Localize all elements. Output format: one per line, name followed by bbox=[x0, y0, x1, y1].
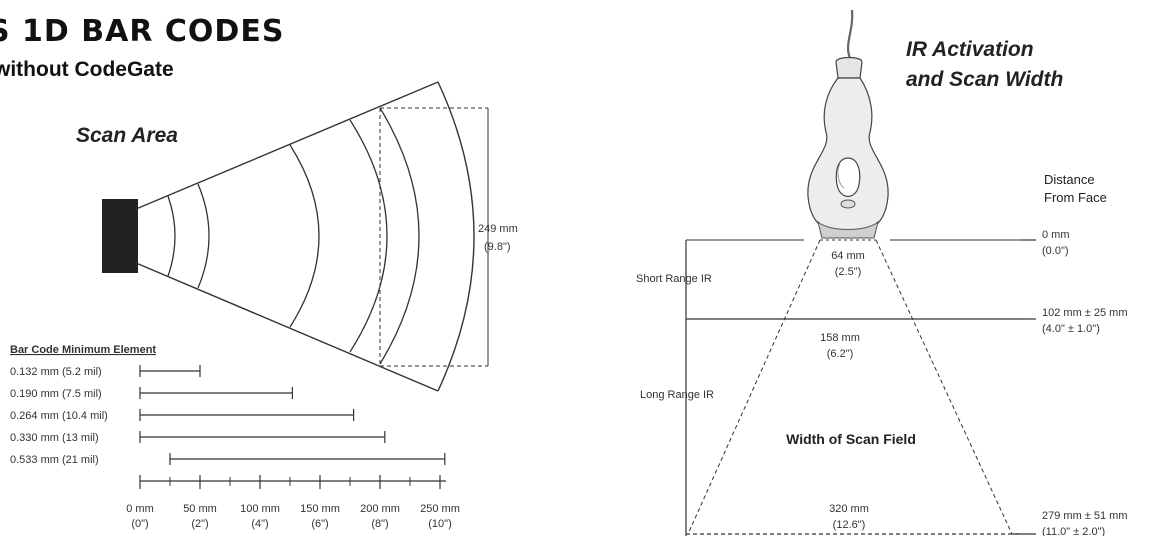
distance-heading-line2: From Face bbox=[1044, 190, 1107, 205]
fan-arc-5 bbox=[379, 107, 420, 365]
width-1-in: (6.2") bbox=[827, 348, 854, 360]
width-0-mm: 64 mm bbox=[831, 250, 865, 262]
scan-field-label: Width of Scan Field bbox=[786, 431, 916, 447]
short-range-label: Short Range IR bbox=[636, 273, 712, 285]
fan-arc-4 bbox=[349, 119, 388, 353]
height-in-label: (9.8") bbox=[484, 241, 511, 253]
axis-tick-in-label: (4") bbox=[251, 518, 268, 530]
page-subtitle: without CodeGate bbox=[0, 58, 174, 81]
distance-1-mm: 102 mm ± 25 mm bbox=[1042, 307, 1128, 319]
handheld-scanner-icon bbox=[807, 56, 889, 239]
bar-code-element-label: 0.264 mm (10.4 mil) bbox=[10, 410, 108, 422]
axis-tick-mm-label: 200 mm bbox=[360, 503, 400, 515]
bar-code-element-label: 0.330 mm (13 mil) bbox=[10, 432, 99, 444]
bar-code-heading: Bar Code Minimum Element bbox=[10, 344, 156, 356]
distance-1-in: (4.0" ± 1.0") bbox=[1042, 323, 1100, 335]
axis-tick-mm-label: 150 mm bbox=[300, 503, 340, 515]
scan-field-right-edge bbox=[875, 239, 1013, 535]
fan-lower-edge bbox=[135, 262, 439, 392]
bar-code-element-label: 0.533 mm (21 mil) bbox=[10, 454, 99, 466]
axis-tick-in-label: (6") bbox=[311, 518, 328, 530]
axis-tick-mm-label: 50 mm bbox=[183, 503, 217, 515]
height-mm-label: 249 mm bbox=[478, 223, 518, 235]
distance-2-in: (11.0" ± 2.0") bbox=[1042, 526, 1105, 536]
width-2-mm: 320 mm bbox=[829, 503, 869, 515]
width-1-mm: 158 mm bbox=[820, 332, 860, 344]
distance-0-mm: 0 mm bbox=[1042, 229, 1070, 241]
axis-tick-in-label: (10") bbox=[428, 518, 451, 530]
bar-code-element-label: 0.190 mm (7.5 mil) bbox=[10, 388, 102, 400]
fan-arc-2 bbox=[197, 183, 210, 289]
fan-arc-3 bbox=[289, 144, 320, 328]
distance-2-mm: 279 mm ± 51 mm bbox=[1042, 510, 1128, 522]
distance-0-in: (0.0") bbox=[1042, 245, 1069, 257]
ir-activation-title-line1: IR Activation bbox=[906, 38, 1034, 61]
width-2-in: (12.6") bbox=[833, 519, 866, 531]
axis-tick-mm-label: 250 mm bbox=[420, 503, 460, 515]
distance-heading-line1: Distance bbox=[1044, 172, 1095, 187]
bar-code-element-label: 0.132 mm (5.2 mil) bbox=[10, 366, 102, 378]
fan-outer-arc bbox=[437, 81, 475, 392]
scan-field-left-edge bbox=[687, 239, 821, 535]
axis-tick-mm-label: 0 mm bbox=[126, 503, 154, 515]
distance-axis-ticks: 0 mm (0") 50 mm (2") 100 mm (4") 150 mm (6") 200… bbox=[126, 475, 460, 530]
bar-code-element-rows: 0.132 mm (5.2 mil) 0.190 mm (7.5 mil) 0.26… bbox=[10, 365, 446, 466]
ir-activation-title-line2: and Scan Width bbox=[906, 68, 1064, 91]
width-0-in: (2.5") bbox=[835, 266, 862, 278]
long-range-label: Long Range IR bbox=[640, 389, 714, 401]
page-title: S 1D BAR CODES bbox=[0, 14, 285, 49]
fan-arc-1 bbox=[167, 195, 176, 277]
scanner-head-block bbox=[102, 199, 138, 273]
axis-tick-in-label: (8") bbox=[371, 518, 388, 530]
axis-tick-mm-label: 100 mm bbox=[240, 503, 280, 515]
axis-tick-in-label: (2") bbox=[191, 518, 208, 530]
scan-area-title: Scan Area bbox=[76, 124, 178, 147]
fan-upper-edge bbox=[135, 81, 439, 210]
axis-tick-in-label: (0") bbox=[131, 518, 148, 530]
scanner-cable bbox=[846, 9, 854, 59]
